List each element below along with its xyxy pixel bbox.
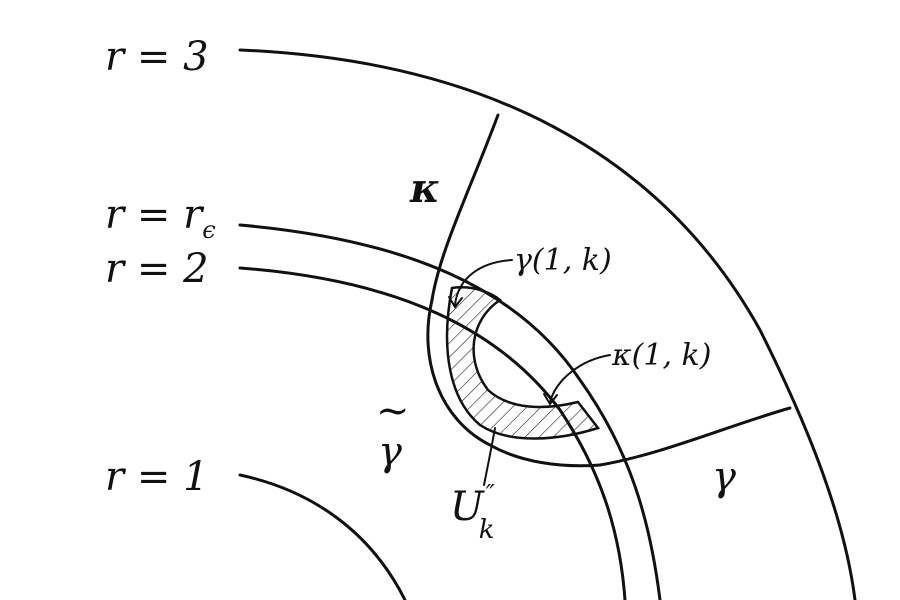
label-u-k: U″ k <box>450 480 495 545</box>
arc-r1 <box>238 473 407 600</box>
label-u-k-superscript: ″ <box>486 480 495 508</box>
label-gamma: γ <box>712 454 736 500</box>
label-r-epsilon-subscript: ϵ <box>202 216 215 244</box>
u-k-pointer <box>483 427 496 486</box>
label-gamma-1k: γ(1, k) <box>514 243 612 278</box>
label-u-k-subscript: k <box>479 515 495 545</box>
label-gamma-tilde-mark: ~ <box>376 388 410 434</box>
kappa-curve <box>430 113 500 302</box>
label-u-k-main: U <box>450 484 485 530</box>
gamma-1k-pointer <box>454 259 513 306</box>
label-r-epsilon-main: r = r <box>105 192 205 238</box>
label-kappa: κ <box>409 165 440 212</box>
label-r3: r = 3 <box>105 34 209 80</box>
label-r2: r = 2 <box>105 246 209 292</box>
arc-r3 <box>238 48 857 600</box>
arc-r2 <box>238 266 627 600</box>
hatched-region-u-k <box>445 286 601 440</box>
label-r1: r = 1 <box>105 454 209 500</box>
label-r-epsilon: r = rϵ <box>105 192 216 244</box>
kappa-1k-arrowhead <box>543 393 558 406</box>
label-kappa-1k: κ(1, k) <box>611 338 711 373</box>
kappa-1k-pointer <box>549 354 611 403</box>
gamma-tilde-curve <box>426 298 792 468</box>
label-gamma-tilde: γ <box>378 429 402 475</box>
gamma-1k-arrowhead <box>448 296 463 309</box>
arc-r-epsilon <box>238 223 662 600</box>
